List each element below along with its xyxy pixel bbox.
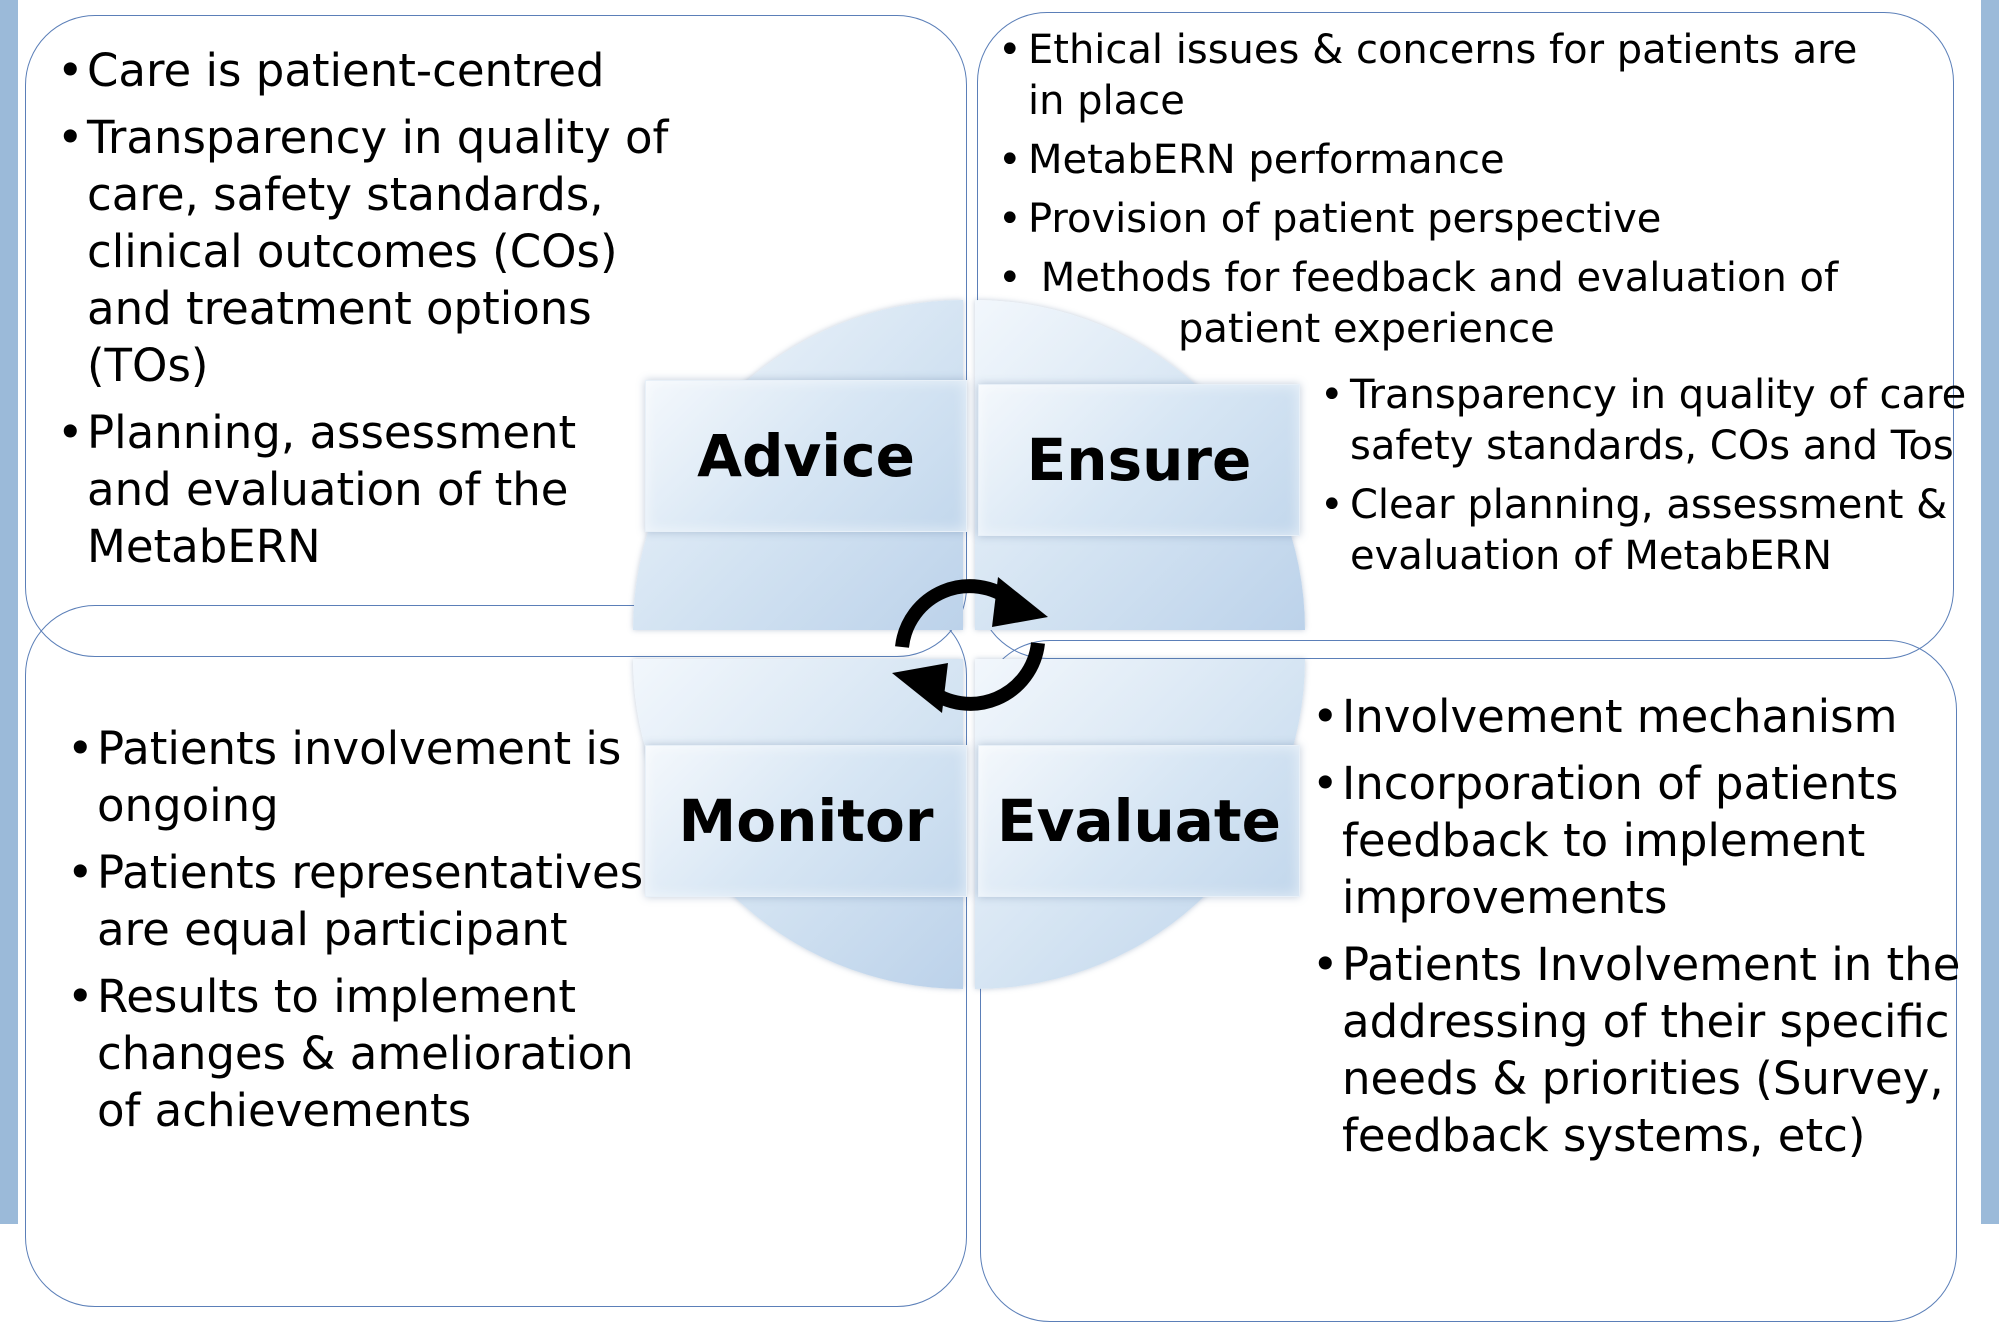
monitor-item: Patients representatives are equal parti… [65, 844, 665, 958]
monitor-text: Patients involvement is ongoing Patients… [65, 720, 665, 1149]
right-edge-bar [1981, 0, 1999, 1224]
evaluate-item: Incorporation of patients feedback to im… [1310, 755, 1970, 926]
ensure-methods-line1: Methods for feedback and evaluation of [1028, 255, 1839, 301]
advice-text: Care is patient-centred Transparency in … [55, 42, 675, 585]
advice-item: Transparency in quality of care, safety … [55, 109, 675, 394]
ensure-subitem: Clear planning, assessment & evaluation … [1318, 480, 1968, 582]
evaluate-item: Involvement mechanism [1310, 688, 1970, 745]
evaluate-label: Evaluate [978, 745, 1300, 897]
advice-label: Advice [645, 380, 967, 532]
evaluate-text: Involvement mechanism Incorporation of p… [1310, 688, 1970, 1174]
evaluate-item: Patients Involvement in the addressing o… [1310, 936, 1970, 1164]
monitor-item: Patients involvement is ongoing [65, 720, 665, 834]
left-edge-bar [0, 0, 18, 1224]
ensure-item: MetabERN performance [996, 135, 1896, 186]
monitor-item: Results to implement changes & ameliorat… [65, 968, 665, 1139]
advice-item: Care is patient-centred [55, 42, 675, 99]
ensure-subitem: Transparency in quality of care safety s… [1318, 370, 1968, 472]
ensure-subitems: Transparency in quality of care safety s… [1318, 370, 1968, 590]
monitor-label: Monitor [645, 745, 967, 897]
ensure-methods-item: Methods for feedback and evaluation of p… [996, 253, 1896, 355]
advice-item: Planning, assessment and evaluation of t… [55, 404, 675, 575]
ensure-label: Ensure [978, 384, 1300, 536]
ensure-item: Ethical issues & concerns for patients a… [996, 25, 1896, 127]
ensure-text: Ethical issues & concerns for patients a… [996, 25, 1896, 363]
ensure-methods-line2: patient experience [1178, 306, 1555, 352]
advice-panel [25, 15, 967, 657]
cycle-arrows-icon [892, 577, 1048, 713]
ensure-item: Provision of patient perspective [996, 194, 1896, 245]
